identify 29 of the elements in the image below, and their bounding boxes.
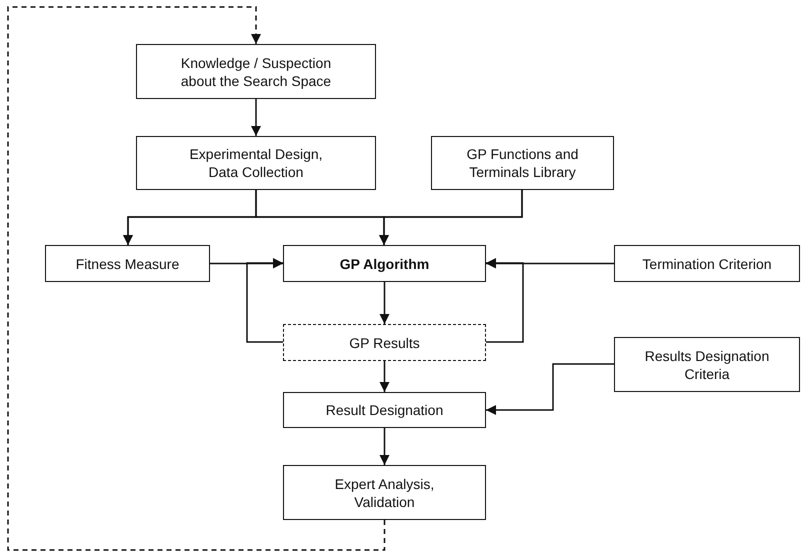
process-box	[614, 337, 800, 392]
arrow	[380, 361, 390, 392]
dashed-process-box	[283, 324, 486, 361]
process-box	[431, 136, 614, 190]
arrow	[486, 363, 614, 415]
box-label: GP Results	[349, 334, 420, 352]
arrow	[380, 282, 390, 324]
box-label: Fitness Measure	[76, 254, 180, 272]
arrow	[486, 258, 524, 343]
process-box	[136, 136, 376, 190]
box-label: Expert Analysis, Validation	[334, 474, 436, 510]
arrow	[7, 6, 386, 551]
process-box	[136, 44, 376, 99]
box-label: Knowledge / Suspection about the Search Space	[180, 54, 332, 90]
process-box	[614, 245, 800, 282]
process-box	[283, 465, 486, 520]
process-box	[283, 392, 486, 428]
arrow	[380, 428, 390, 465]
box-label: GP Functions and Terminals Library	[466, 145, 580, 181]
box-label: GP Algorithm	[340, 254, 430, 272]
arrow	[251, 99, 261, 136]
arrow	[379, 190, 523, 245]
box-label: Experimental Design, Data Collection	[188, 145, 324, 181]
process-box	[283, 245, 486, 282]
arrow	[246, 258, 283, 343]
box-label: Result Designation	[326, 401, 444, 419]
box-label: Termination Criterion	[642, 254, 772, 272]
process-box	[45, 245, 210, 282]
box-label: Results Designation Criteria	[644, 346, 770, 382]
